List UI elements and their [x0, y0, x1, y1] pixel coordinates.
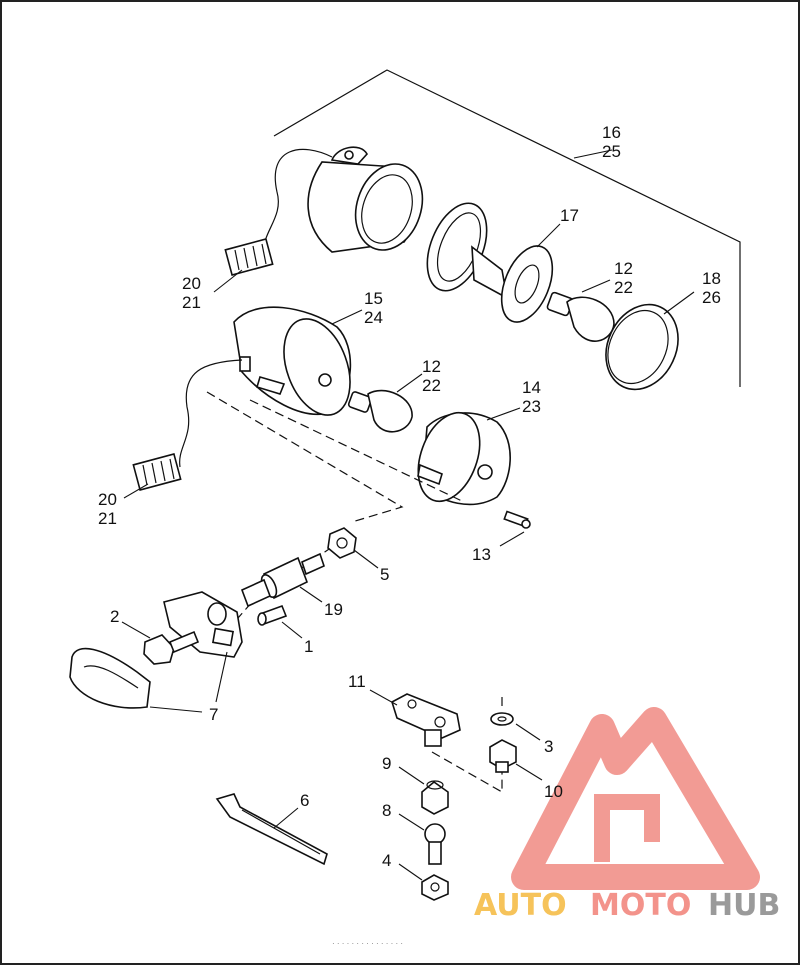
bulb-socket: [471, 245, 554, 323]
upper-lamp-housing: [307, 146, 424, 253]
callout-19: 19: [324, 600, 343, 619]
screw-1: [257, 604, 288, 626]
callout-10: 10: [544, 782, 563, 801]
upper-bulb: [546, 291, 615, 342]
lower-connector: [132, 453, 182, 491]
visor: [417, 411, 511, 506]
callout-20-upper: 20: [182, 274, 201, 293]
lower-bulb: [347, 389, 413, 433]
watermark-triangle: [511, 707, 760, 890]
callout-6: 6: [300, 791, 309, 810]
callout-15: 15: [364, 289, 383, 308]
nut-10: [489, 739, 517, 773]
clamp-block: [163, 591, 243, 658]
callout-21-upper: 21: [182, 293, 201, 312]
callout-4: 4: [382, 851, 391, 870]
watermark-moto: MOTO: [590, 888, 691, 923]
callout-12-lower: 12: [422, 357, 441, 376]
nut-5: [327, 527, 357, 559]
callout-7-upper: 7: [209, 705, 218, 724]
watermark-g-mark: [594, 794, 660, 862]
callout-5: 5: [380, 565, 389, 584]
ball-stud-8: [424, 823, 446, 865]
bolt-2: [143, 630, 200, 665]
watermark-hub: HUB: [708, 888, 780, 923]
lower-wire: [179, 359, 243, 468]
callout-9: 9: [382, 754, 391, 773]
footer-note: · · · · · · · · · · · · · · ·: [332, 939, 403, 948]
callout-3: 3: [544, 737, 553, 756]
callout-23: 23: [522, 397, 541, 416]
callout-13: 13: [472, 545, 491, 564]
group-bracket-16-25: [273, 69, 741, 387]
callout-20-lower: 20: [98, 490, 117, 509]
watermark-logo: [511, 707, 760, 890]
callout-16: 16: [602, 123, 621, 142]
callout-2: 2: [110, 607, 119, 626]
callout-26: 26: [702, 288, 721, 307]
callout-24: 24: [364, 308, 383, 327]
stud-19: [240, 552, 325, 608]
upper-wire: [263, 148, 333, 253]
mount-plate-11: [391, 693, 461, 747]
watermark-auto: AUTO: [474, 888, 567, 923]
nut-4: [421, 874, 449, 901]
lower-lamp-housing: [233, 306, 352, 416]
callout-25: 25: [602, 142, 621, 161]
callout-22-upper: 22: [614, 278, 633, 297]
adapter-9: [421, 780, 449, 815]
cable-tie-6: [215, 793, 328, 866]
callout-22-lower: 22: [422, 376, 441, 395]
callout-18: 18: [702, 269, 721, 288]
callout-1: 1: [304, 637, 313, 656]
callout-8: 8: [382, 801, 391, 820]
lock-washer-3: [490, 712, 514, 726]
callout-17: 17: [560, 206, 579, 225]
callout-12-upper: 12: [614, 259, 633, 278]
callout-11: 11: [348, 672, 366, 691]
callout-21-lower: 21: [98, 509, 117, 528]
clamp-strap: [69, 647, 151, 709]
upper-connector: [224, 238, 274, 276]
upper-lens: [605, 303, 679, 391]
screw-13: [503, 510, 531, 529]
callout-14: 14: [522, 378, 541, 397]
